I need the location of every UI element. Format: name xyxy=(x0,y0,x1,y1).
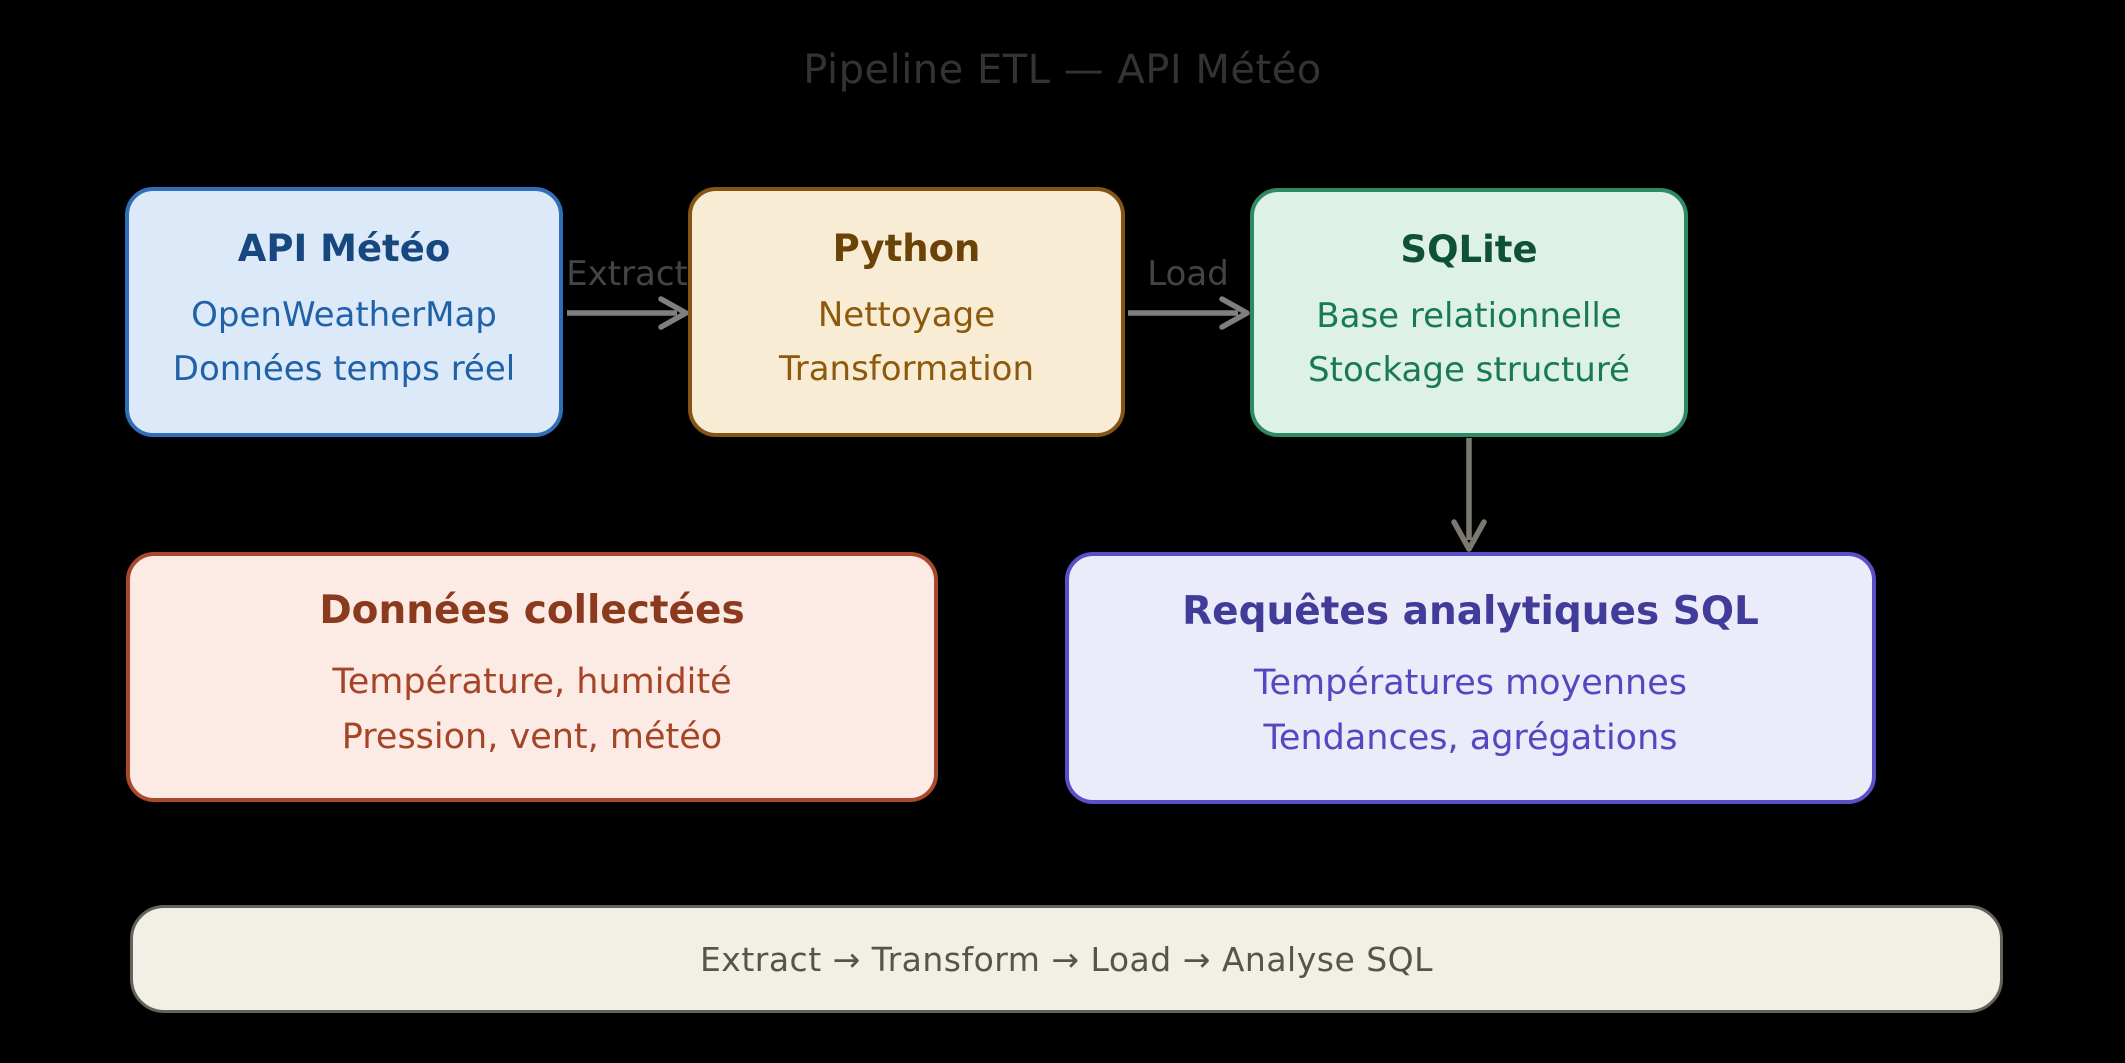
node-sqlite-title: SQLite xyxy=(1400,227,1538,271)
node-python-line1: Nettoyage xyxy=(817,295,996,336)
node-donnees-collectees-title: Données collectées xyxy=(319,588,745,634)
node-sqlite-line2: Stockage structuré xyxy=(1308,349,1630,390)
node-sqlite-line1: Base relationnelle xyxy=(1316,295,1622,336)
extract-arrow-icon xyxy=(567,296,689,330)
node-api-meteo-title: API Météo xyxy=(237,227,451,271)
node-api-meteo: API Météo OpenWeatherMap Données temps r… xyxy=(125,187,563,437)
extract-arrow-label: Extract xyxy=(566,254,688,294)
pipeline-summary-bar: Extract → Transform → Load → Analyse SQL xyxy=(130,905,2003,1013)
load-arrow-label: Load xyxy=(1147,254,1229,294)
node-python: Python Nettoyage Transformation xyxy=(688,187,1125,437)
node-requetes-analytiques-title: Requêtes analytiques SQL xyxy=(1182,589,1759,635)
diagram-title: Pipeline ETL — API Météo xyxy=(803,47,1322,93)
node-donnees-collectees-line1: Température, humidité xyxy=(332,662,732,703)
down-arrow-icon xyxy=(1451,438,1487,552)
node-python-line2: Transformation xyxy=(778,349,1035,390)
node-donnees-collectees: Données collectées Température, humidité… xyxy=(126,552,938,802)
node-sqlite: SQLite Base relationnelle Stockage struc… xyxy=(1250,188,1688,437)
node-python-title: Python xyxy=(832,227,981,271)
pipeline-summary-text: Extract → Transform → Load → Analyse SQL xyxy=(699,939,1434,979)
node-donnees-collectees-line2: Pression, vent, météo xyxy=(341,717,723,758)
node-requetes-analytiques-line1: Températures moyennes xyxy=(1254,663,1687,704)
node-requetes-analytiques-line2: Tendances, agrégations xyxy=(1263,718,1678,759)
node-requetes-analytiques: Requêtes analytiques SQL Températures mo… xyxy=(1065,552,1876,804)
node-api-meteo-line2: Données temps réel xyxy=(172,349,516,390)
node-api-meteo-line1: OpenWeatherMap xyxy=(191,295,497,336)
load-arrow-icon xyxy=(1128,296,1250,330)
